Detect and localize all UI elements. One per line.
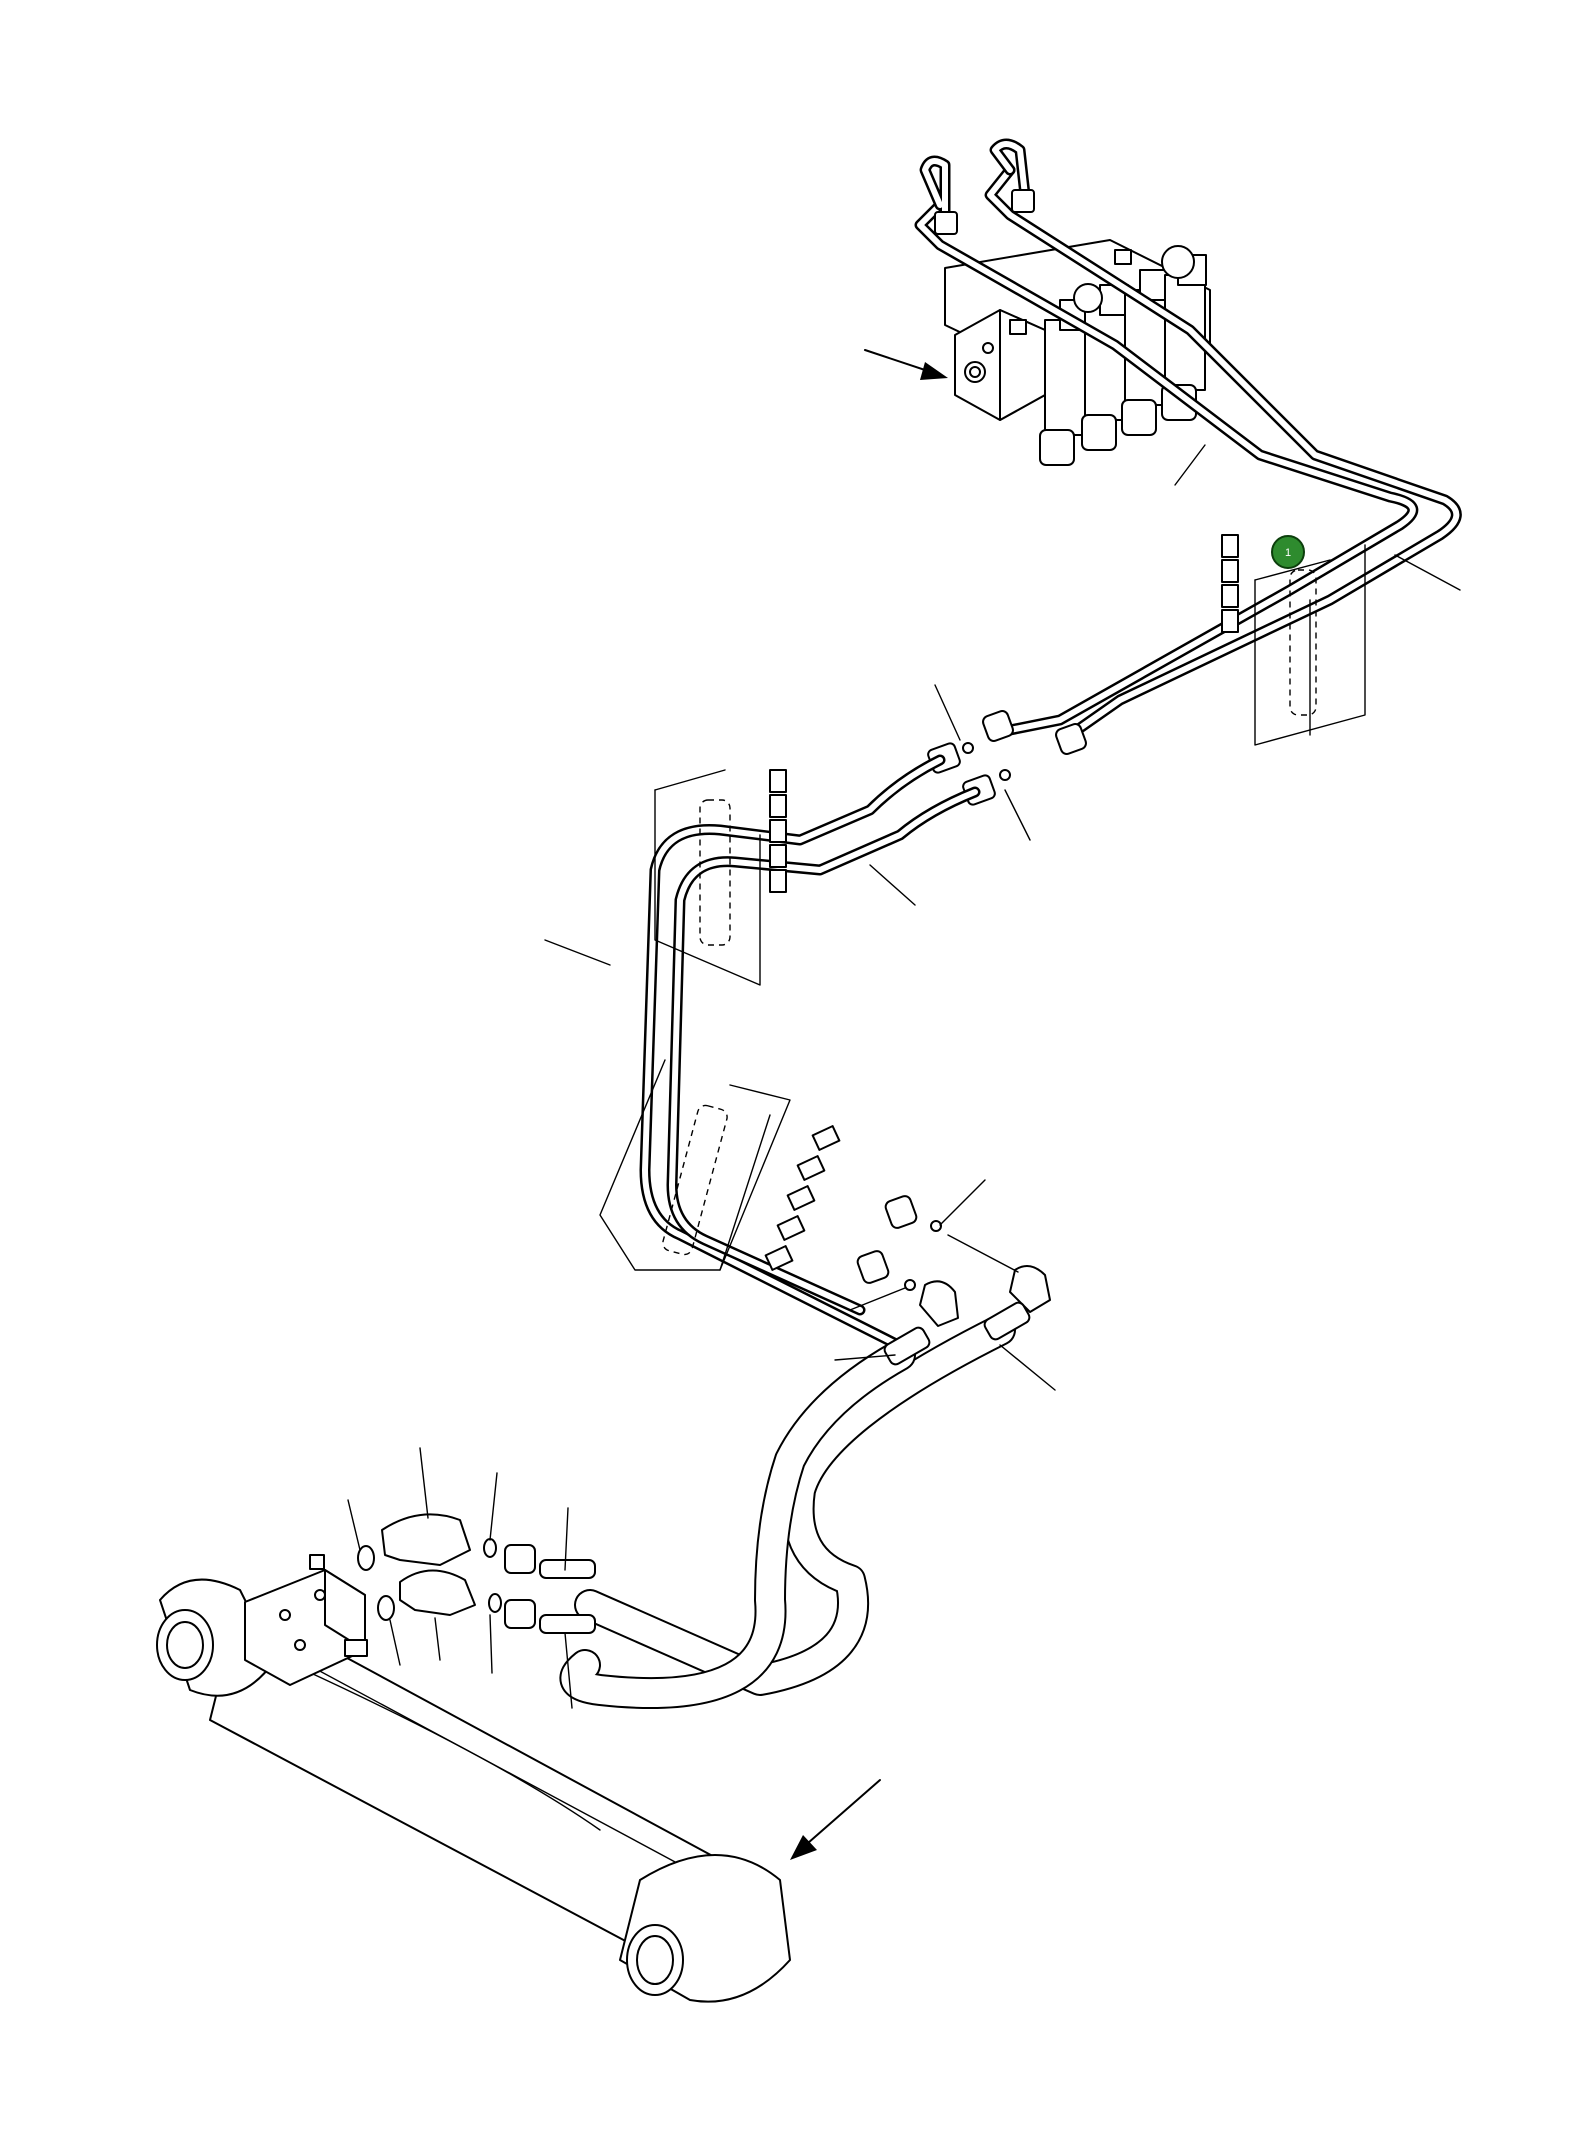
callout-label: 1 — [1285, 547, 1291, 559]
leader-lines — [347, 444, 1461, 1709]
direction-arrow — [864, 349, 948, 380]
valve-section — [1121, 269, 1169, 436]
callout-badge[interactable]: 1 — [1271, 535, 1305, 569]
hydraulic-cylinder — [156, 1554, 791, 2003]
control-valve-block — [944, 239, 1211, 466]
lower-elbow-fittings — [856, 1195, 1051, 1327]
middle-steel-lines — [639, 754, 981, 1351]
pipe-clamp-upper-right — [1221, 534, 1366, 746]
valve-section — [1073, 283, 1129, 451]
upper-steel-lines — [914, 138, 1462, 736]
pipe-clamp-lower — [599, 1059, 841, 1271]
cylinder-fittings — [357, 1513, 596, 1634]
pipe-clamp-middle — [654, 769, 787, 986]
direction-arrow — [790, 1779, 881, 1860]
flexible-hoses — [559, 1301, 1031, 1710]
